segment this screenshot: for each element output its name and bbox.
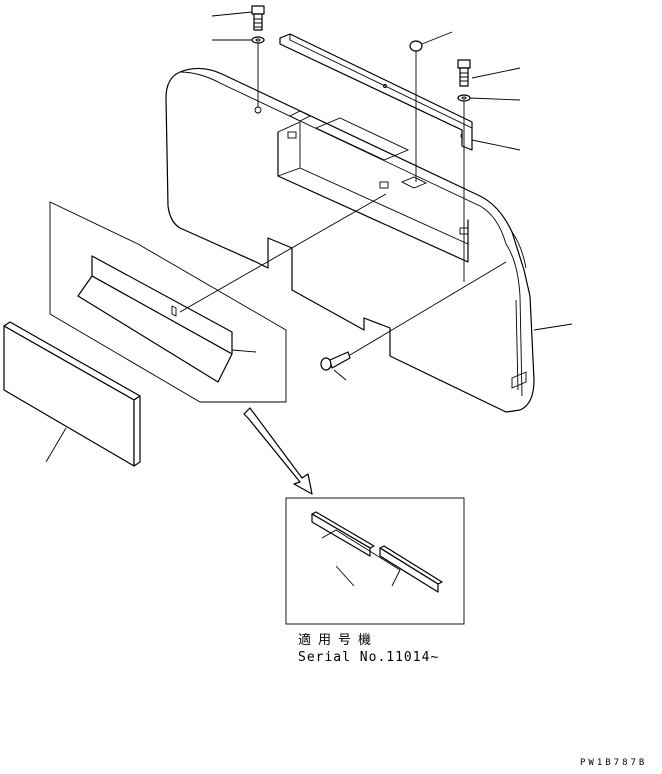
washer-right — [457, 94, 521, 282]
plate-holder — [77, 193, 387, 383]
leader-bracket — [471, 139, 521, 151]
washer-left — [212, 36, 265, 107]
cover-panel — [165, 67, 535, 413]
cap-plug — [409, 31, 453, 182]
detail-view — [285, 497, 465, 625]
drawing-code: PW1B787B — [580, 758, 648, 768]
leader-panel — [533, 323, 573, 331]
name-plate — [3, 321, 141, 467]
screw — [320, 261, 507, 381]
detail-arrow — [243, 407, 313, 495]
bolt-right — [457, 59, 521, 87]
applicable-machine-note: 適用号機 — [298, 633, 379, 648]
bolt-left — [211, 5, 265, 31]
top-bracket — [279, 33, 473, 151]
exploded-plane — [49, 201, 287, 403]
serial-number-note: Serial No.11014~ — [298, 650, 440, 665]
